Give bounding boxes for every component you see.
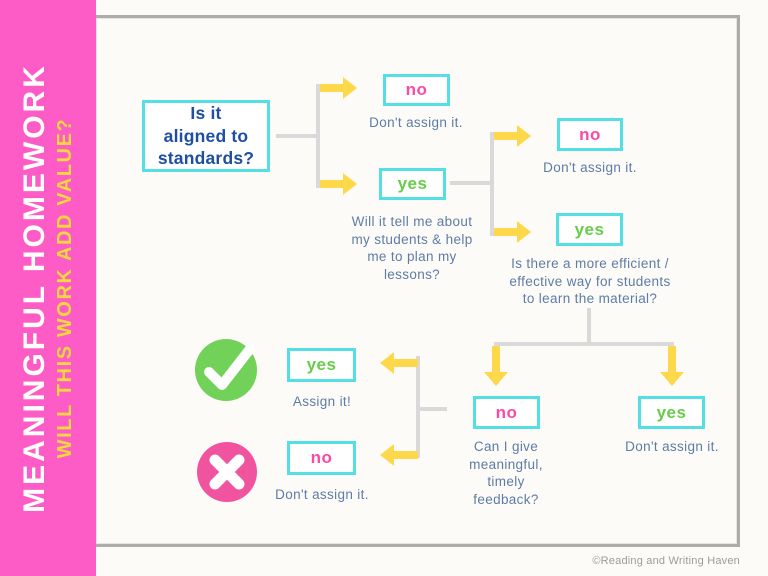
arrow-left-icon [380,352,418,374]
answer-box-yes-level2: yes [556,213,623,246]
answer-box-no-level2: no [557,118,623,151]
arrow-down-icon [484,346,508,386]
sidebar-rotated-text: MEANINGFUL HOMEWORK WILL THIS WORK ADD V… [0,0,96,576]
page-title: MEANINGFUL HOMEWORK [18,63,52,513]
credit-text: ©Reading and Writing Haven [592,555,740,567]
connector-line [450,181,494,185]
arrow-right-icon [494,221,531,243]
arrow-down-icon [660,346,684,386]
answer-label: no [405,80,428,99]
caption-dont-assign-outcome: Don't assign it. [275,487,369,502]
answer-label: yes [397,174,428,193]
connector-line [419,407,447,411]
answer-box-yes-outcome: yes [287,348,356,382]
caption-dont-assign-level3: Don't assign it. [625,439,719,454]
connector-line [416,356,420,458]
arrow-right-icon [320,77,357,99]
arrow-right-icon [494,125,531,147]
caption-will-it-tell-me: Will it tell me about my students & help… [351,214,473,282]
answer-label: yes [306,355,337,374]
answer-box-yes-level3: yes [638,396,705,429]
answer-label: no [495,402,518,422]
arrow-right-icon [320,173,357,195]
caption-dont-assign-level2: Don't assign it. [543,160,637,175]
answer-label: yes [574,219,605,239]
connector-line [316,84,320,188]
caption-more-efficient-way: Is there a more efficient / effective wa… [509,256,671,307]
caption-meaningful-feedback: Can I give meaningful, timely feedback? [469,439,543,507]
answer-label: no [310,448,333,467]
answer-label: no [579,124,601,144]
connector-line [494,342,674,346]
arrow-left-icon [380,444,418,466]
x-icon [197,442,257,502]
sidebar: MEANINGFUL HOMEWORK WILL THIS WORK ADD V… [0,0,96,576]
connector-line [490,132,494,236]
check-icon [195,339,257,401]
answer-box-no-outcome: no [287,441,356,475]
answer-label: yes [656,402,687,422]
connector-line [276,134,320,138]
answer-box-yes-level1: yes [379,168,446,200]
connector-line [587,308,591,346]
page-subtitle: WILL THIS WORK ADD VALUE? [53,117,76,459]
caption-assign-it: Assign it! [292,394,352,409]
caption-dont-assign-level1: Don't assign it. [369,115,463,130]
question-box-aligned-to-standards: Is it aligned to standards? [142,100,270,172]
answer-box-no-level3: no [473,396,540,429]
answer-box-no-level1: no [383,74,450,106]
